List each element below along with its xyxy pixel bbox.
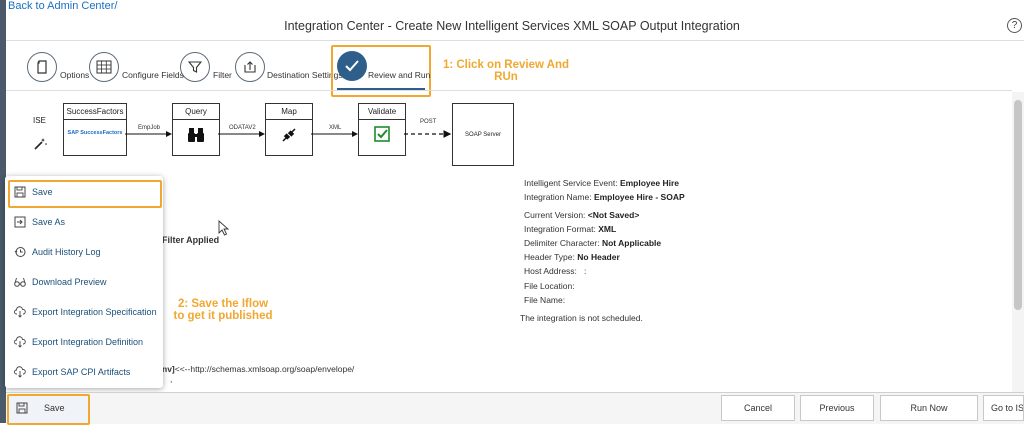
save-as-icon <box>14 216 26 228</box>
soap-envelope-text: nv]<<--http://schemas.xmlsoap.org/soap/e… <box>162 364 355 374</box>
summary-delimiter: Delimiter Character: Not Applicable <box>524 238 662 248</box>
footer-save-label: Save <box>44 402 65 413</box>
callout-step-1-line1: 1: Click on Review And <box>442 59 570 71</box>
sap-successfactors-logo: SAP SuccessFactors <box>67 130 123 136</box>
left-edge-bar <box>0 0 6 423</box>
save-icon <box>14 186 26 198</box>
menu-item-label: Export Integration Definition <box>32 337 144 347</box>
summary-host-address: Host Address: : <box>524 266 587 276</box>
menu-item-label: Export SAP CPI Artifacts <box>32 367 131 377</box>
save-menu-highlight <box>8 180 162 208</box>
cloud-download-icon <box>14 306 26 318</box>
tab-destination-settings[interactable] <box>235 52 265 82</box>
cloud-download-icon <box>14 366 26 378</box>
flow-connectors <box>125 130 452 138</box>
plug-icon <box>282 128 296 142</box>
summary-event: Intelligent Service Event: Employee Hire <box>524 178 679 188</box>
menu-item-label: Save As <box>32 217 66 227</box>
edge-label-xml: XML <box>329 125 342 131</box>
binoculars-icon <box>188 128 204 142</box>
callout-step-2: 2: Save the Iflow to get it published <box>164 298 282 322</box>
menu-item-save-as[interactable]: Save As <box>14 210 65 234</box>
summary-header-type: Header Type: No Header <box>524 252 620 262</box>
schedule-status: The integration is not scheduled. <box>520 313 643 323</box>
go-to-button[interactable]: Go to IS <box>983 395 1024 421</box>
help-icon[interactable]: ? <box>1007 18 1022 33</box>
run-now-button[interactable]: Run Now <box>880 395 978 421</box>
flow-node-map: Map <box>265 103 313 156</box>
summary-file-name: File Name: <box>524 295 566 305</box>
previous-button[interactable]: Previous <box>800 395 874 421</box>
back-to-admin-center-link[interactable]: Back to Admin Center/ <box>8 0 118 12</box>
save-options-menu <box>5 176 163 388</box>
review-run-highlight <box>331 45 431 97</box>
summary-file-location: File Location: <box>524 281 575 291</box>
flow-node-title: Map <box>266 104 312 120</box>
menu-item-save[interactable]: Save <box>14 180 53 204</box>
tab-review-and-run-label[interactable]: Review and Run <box>368 70 431 80</box>
menu-item-label: Export Integration Specification <box>32 307 157 317</box>
menu-item-label: Download Preview <box>32 277 107 287</box>
tab-options-label[interactable]: Options <box>60 70 90 80</box>
tab-review-and-run[interactable] <box>337 51 367 81</box>
tabs-divider <box>6 90 1012 91</box>
menu-item-label: Save <box>32 187 53 197</box>
tab-filter-label[interactable]: Filter <box>213 70 232 80</box>
tab-options[interactable] <box>27 52 57 82</box>
edge-label-odatav2: ODATAV2 <box>229 125 256 131</box>
magic-wand-icon <box>34 138 47 150</box>
flow-node-query: Query <box>172 103 220 156</box>
preview-glasses-icon <box>14 277 26 287</box>
flow-node-validate: Validate <box>358 103 406 156</box>
ise-label: ISE <box>33 116 46 125</box>
menu-item-export-integration-definition[interactable]: Export Integration Definition <box>14 330 143 354</box>
tab-filter[interactable] <box>180 52 210 82</box>
tab-destination-settings-label[interactable]: Destination Settings <box>267 70 343 80</box>
history-icon <box>14 247 26 257</box>
menu-item-label: Audit History Log <box>32 247 101 257</box>
checkmark-icon <box>345 60 359 72</box>
cancel-button[interactable]: Cancel <box>721 395 795 421</box>
tab-configure-fields[interactable] <box>89 52 119 82</box>
flow-node-successfactors: SuccessFactors SAP SuccessFactors <box>63 103 127 156</box>
grid-icon <box>96 60 112 74</box>
mouse-cursor-icon <box>218 220 230 236</box>
envelope-comma: , <box>170 374 173 384</box>
summary-integration-name: Integration Name: Employee Hire - SOAP <box>524 192 685 202</box>
tab-configure-fields-label[interactable]: Configure Fields <box>122 70 184 80</box>
callout-step-2-line2: to get it published <box>173 310 273 322</box>
callout-step-1-line2: RUn <box>494 71 518 83</box>
upload-icon <box>244 61 256 73</box>
filter-applied-text: Filter Applied <box>162 235 220 245</box>
title-divider <box>6 40 1024 41</box>
menu-item-export-integration-specification[interactable]: Export Integration Specification <box>14 300 157 324</box>
document-icon <box>37 60 47 74</box>
checkbox-checked-icon <box>374 126 390 142</box>
callout-step-2-line1: 2: Save the Iflow <box>177 298 269 310</box>
save-icon <box>16 402 28 413</box>
footer-save-button[interactable]: Save <box>10 395 84 420</box>
menu-item-audit-history-log[interactable]: Audit History Log <box>14 240 101 264</box>
summary-current-version: Current Version: <Not Saved> <box>524 210 640 220</box>
active-tab-indicator <box>337 88 425 90</box>
scrollbar-thumb[interactable] <box>1014 100 1022 310</box>
flow-node-title: Query <box>173 104 219 120</box>
filter-icon <box>188 61 202 73</box>
flow-node-soap-server: SOAP Server <box>452 103 514 166</box>
menu-item-download-preview[interactable]: Download Preview <box>14 270 107 294</box>
summary-integration-format: Integration Format: XML <box>524 224 617 234</box>
edge-label-empjob: EmpJob <box>138 125 161 131</box>
flow-node-title: Validate <box>359 104 405 120</box>
callout-step-1: 1: Click on Review And RUn <box>440 59 572 83</box>
edge-label-post: POST <box>420 119 437 125</box>
flow-node-title: SOAP Server <box>465 131 501 138</box>
page-title: Integration Center - Create New Intellig… <box>284 19 740 33</box>
flow-node-title: SuccessFactors <box>64 104 126 120</box>
cloud-download-icon <box>14 336 26 348</box>
menu-item-export-sap-cpi-artifacts[interactable]: Export SAP CPI Artifacts <box>14 360 130 384</box>
